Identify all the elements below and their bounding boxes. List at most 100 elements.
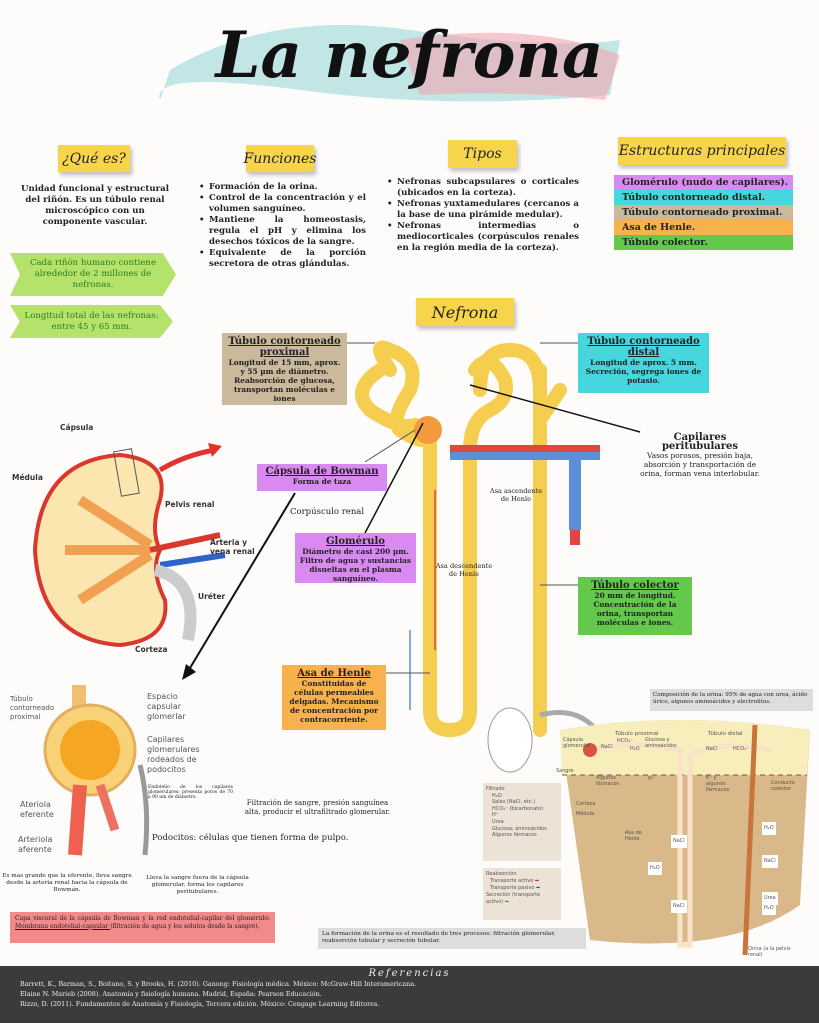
fisio-h2o: H₂O [630,746,640,752]
fisio-hco3: HCO₃⁻ [617,738,633,744]
fisio-nacl-box: NaCl [671,835,687,848]
list-item: Equivalente de la porción secretora de o… [198,248,366,270]
arrow-right-icon: ➡ [534,878,540,884]
list-item: Algunos fármacos [492,832,537,839]
fisio-sangre: Sangre [556,768,574,774]
tipos-header: Tipos [448,140,517,168]
leyenda-title: Reabsorción [486,871,517,877]
fisio-glucosa: Glucosa y aminoácidos [645,737,677,749]
fisio-orina: Orina (a la pelvis renal) [748,946,791,958]
funciones-header: Funciones [244,145,317,172]
glom-endotelio-note: Endotelio de los capilares glomerulares:… [148,785,233,800]
list-item: Sales (NaCl, etc.) [492,799,536,806]
list-item: HCO₃⁻ (bicarbonato) [492,805,544,812]
list-item: Nefronas intermedias o mediocorticales (… [386,221,579,254]
fisio-dist-hco3: HCO₃⁻ [733,746,749,752]
references-item: Rizzo, D. (2011). Fundamentos de Anatomí… [20,1000,380,1008]
glom-espacio-label: Espacio capsular glomerlar [147,692,186,721]
fisio-dist-nacl: NaCl [706,746,718,752]
list-item: Formación de la orina. [198,182,366,193]
glomerulus-illustration [43,685,150,856]
capilares-title: Capilares peritubulares [661,432,739,452]
fisio-h: H⁺ [648,776,655,782]
references-item: Elaine N. Marieb (2008). Anatomía y fisi… [20,990,322,998]
fisio-nacl: NaCl [601,744,613,750]
list-item: Control de la concentración y el volumen… [198,193,366,215]
list-item: Nefronas subcapsulares o corticales (ubi… [386,177,579,199]
podocitos-note: Podocitos: células que tienen forma de p… [152,833,349,843]
que-es-text: Unidad funcional y estructural del riñón… [21,184,169,227]
estructura-glomerulo: Glomérulo (nudo de capilares). [614,175,793,190]
fisio-asa: Asa de Henle [625,830,642,842]
list-item: Nefronas yuxtamedulares (cercanos a la b… [386,199,579,221]
fisio-capsula: Cápsula glomerular [563,737,591,749]
list-item: Mantiene la homeostasis, regula el pH y … [198,215,366,248]
fisio-col-urea: Urea [762,892,778,905]
fisio-nacl-box-2: NaCl [671,900,687,913]
leyenda-pasivo: Transporte pasivo [490,885,535,891]
nefrona-header: Nefrona [416,298,514,326]
aferente-note: Es mas grande que la eferente, lleva san… [2,873,132,893]
que-es-header: ¿Qué es? [58,145,130,172]
kidney-arteria-label: Arteria y vena renal [210,538,255,556]
list-item: H⁺ [492,812,499,819]
fact-nefronas-count: Cada riñón humano contiene alrededor de … [10,253,176,296]
proximal-text: Longitud de 15 mm, aprox. y 55 µm de diá… [228,358,341,403]
colector-text: 20 mm de longitud. Concentración de la o… [593,591,677,627]
fisio-col-nacl: NaCl [762,855,778,868]
fisio-tub-dist: Túbulo distal [708,731,743,737]
estructura-proximal: Túbulo contorneado proximal. [614,205,793,220]
filtrado-list: H₂O Sales (NaCl, etc.) HCO₃⁻ (bicarbonat… [486,793,558,839]
glomerulo-text: Diámetro de casi 200 µm. Filtro de agua … [299,547,412,583]
capilares-text: Vasos porosos, presión baja, absorción y… [640,451,760,478]
page-title: La nefrona [215,18,604,93]
fisio-tub-prox: Túbulo proximal [615,731,659,737]
estructuras-header: Estructuras principales [618,137,786,165]
leyenda-secrecion: Secreción (transporte activo) [486,892,541,905]
list-item: Urea [492,818,504,825]
glom-aferente-label: Arteriola aferente [18,835,53,854]
leyenda-activo: Transporte activo [490,878,534,884]
list-item: Glucosa; aminoácidos [492,825,547,832]
fisio-corteza: Corteza [576,801,596,807]
references-title: Referencias [368,968,451,979]
list-item: H₂O [492,792,502,799]
henle-text: Constituidas de células permeables delga… [289,679,379,724]
title-brush-stroke [159,25,620,102]
fisio-conducto: Conducto colector [771,780,795,792]
fisio-h2o-box: H₂O [648,862,662,875]
distal-text: Longitud de aprox. 5 mm. Secreción, segr… [585,358,702,385]
estructura-colector: Túbulo colector. [614,235,793,250]
distal-title: Túbulo contorneado distal [587,336,700,358]
references-footer: Referencias Barrett, K., Barman, S., Boi… [0,966,819,1023]
estructura-henle: Asa de Henle. [614,220,793,235]
kidney-illustration [32,448,226,648]
membrana-text-end: (filtración de agua y los solutos desde … [110,922,260,930]
henle-title: Asa de Henle [297,668,371,679]
glom-eferente-label: Ateriola eferente [20,800,54,819]
bowman-title: Cápsula de Bowman [265,466,379,477]
physiology-illustration [487,707,810,956]
bowman-capsule-icon [414,416,442,444]
membrana-term: Membrana endotelial-capsular [15,922,111,930]
asa-descendente-label: Asa descendente de Henle [435,562,493,578]
bowman-text: Forma de taza [292,477,352,486]
colector-title: Túbulo colector [591,580,679,591]
fisio-farmacos: Algunos fármacos [596,775,620,787]
arrow-right-icon: ➡ [535,885,541,891]
fisio-medula: Médula [576,811,595,817]
proximal-title: Túbulo contorneado proximal [228,336,341,358]
glom-capilares-label: Capilares glomerulares rodeados de podoc… [147,735,200,774]
filtrado-title: Filtrado [486,786,505,792]
fisio-col-h2o: H₂O [762,822,776,835]
kidney-ureter-label: Uréter [198,592,226,601]
asa-ascendente-label: Asa ascendente de Henle [489,487,543,503]
fisio-col-h2o-2: H₂O [762,902,776,915]
leyenda-box: Reabsorción Transporte activo ➡ Transpor… [483,868,561,920]
glomerulo-title: Glomérulo [326,536,385,547]
estructura-distal: Túbulo contorneado distal. [614,190,793,205]
